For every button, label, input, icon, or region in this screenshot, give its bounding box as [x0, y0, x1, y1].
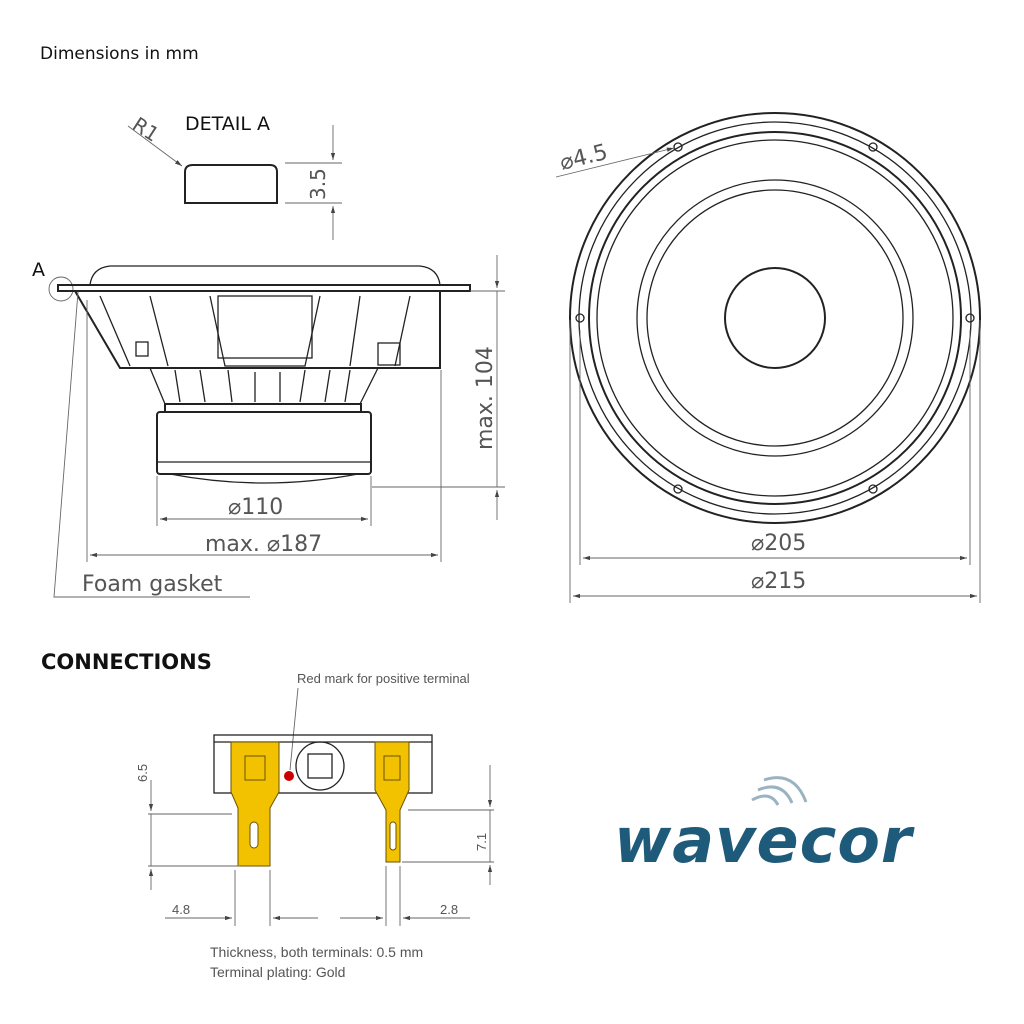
right-terminal-tab [377, 342, 401, 366]
thickness-note: Thickness, both terminals: 0.5 mm [210, 944, 423, 960]
detail-a: DETAIL A R1 3.5 [127, 112, 342, 240]
frame-flange [57, 284, 471, 292]
detail-marker-circle [48, 276, 74, 302]
height-label: 3.5 [306, 168, 330, 200]
positive-terminal [230, 741, 280, 867]
connector-socket [295, 741, 345, 791]
gasket-ring [588, 131, 962, 505]
detail-title: DETAIL A [185, 113, 270, 135]
right-width-label: 2.8 [440, 902, 458, 917]
gasket-profile [184, 164, 278, 204]
logo-wave-icon [751, 794, 780, 806]
left-terminal-tab [135, 341, 149, 357]
left-height-label: 6.5 [135, 764, 150, 782]
mount-hole [868, 142, 878, 152]
plating-note: Terminal plating: Gold [210, 964, 345, 980]
positive-terminal-rivet [244, 755, 266, 781]
connections-title: CONNECTIONS [41, 650, 212, 674]
positive-mark [284, 771, 294, 781]
hole-diameter-label: ⌀4.5 [557, 140, 610, 176]
red-mark-leader [289, 687, 299, 771]
radius-leader [127, 125, 183, 167]
inner-diameter-label: ⌀205 [751, 531, 806, 556]
side-view: A max. 104 ⌀110 max. ⌀187 [32, 255, 505, 598]
height-104-label: max. 104 [473, 346, 498, 450]
red-mark-label: Red mark for positive terminal [297, 671, 470, 686]
cone-inner [646, 189, 904, 447]
negative-terminal-slot [389, 821, 397, 851]
gasket-label: Foam gasket [82, 572, 223, 597]
wavecor-logo: wavecor [614, 776, 915, 877]
connector-square [307, 753, 333, 779]
hole-leader [555, 147, 675, 178]
outer-diameter-label: ⌀215 [751, 569, 806, 594]
mount-hole [575, 313, 585, 323]
gasket-leader [53, 291, 250, 598]
surround [89, 265, 441, 286]
mounting-holes [575, 142, 975, 494]
magnet [156, 411, 372, 475]
logo-wave-icon [757, 785, 794, 804]
top-plate [164, 403, 362, 413]
basket-lower [149, 367, 379, 405]
flange-inner [578, 121, 972, 515]
right-height-label: 7.1 [474, 833, 489, 851]
overall-diameter-label: max. ⌀187 [205, 532, 322, 557]
back-plate [169, 473, 359, 484]
basket-ribs [99, 295, 411, 367]
surround-outer [596, 139, 954, 497]
units-note: Dimensions in mm [40, 44, 199, 64]
mount-hole [673, 484, 683, 494]
mount-hole [673, 142, 683, 152]
magnet-diameter-label: ⌀110 [228, 495, 283, 520]
basket-outline [74, 290, 441, 369]
logo-text: wavecor [614, 804, 915, 877]
negative-terminal-rivet [383, 755, 401, 781]
mount-hole [965, 313, 975, 323]
outer-flange [569, 112, 981, 524]
connections: CONNECTIONS Red mark for positive termin… [41, 650, 494, 980]
left-width-label: 4.8 [172, 902, 190, 917]
detail-marker: A [32, 259, 45, 281]
mount-hole [868, 484, 878, 494]
basket-window [217, 295, 313, 359]
terminal-block [213, 734, 433, 794]
logo-wave-icon [763, 776, 808, 803]
dust-cap [724, 267, 826, 369]
cone-edge [636, 179, 914, 457]
radius-label: R1 [128, 112, 163, 147]
positive-terminal-slot [249, 821, 259, 849]
front-view: ⌀4.5 ⌀205 ⌀215 [555, 112, 981, 603]
vent-ribs [174, 369, 351, 403]
